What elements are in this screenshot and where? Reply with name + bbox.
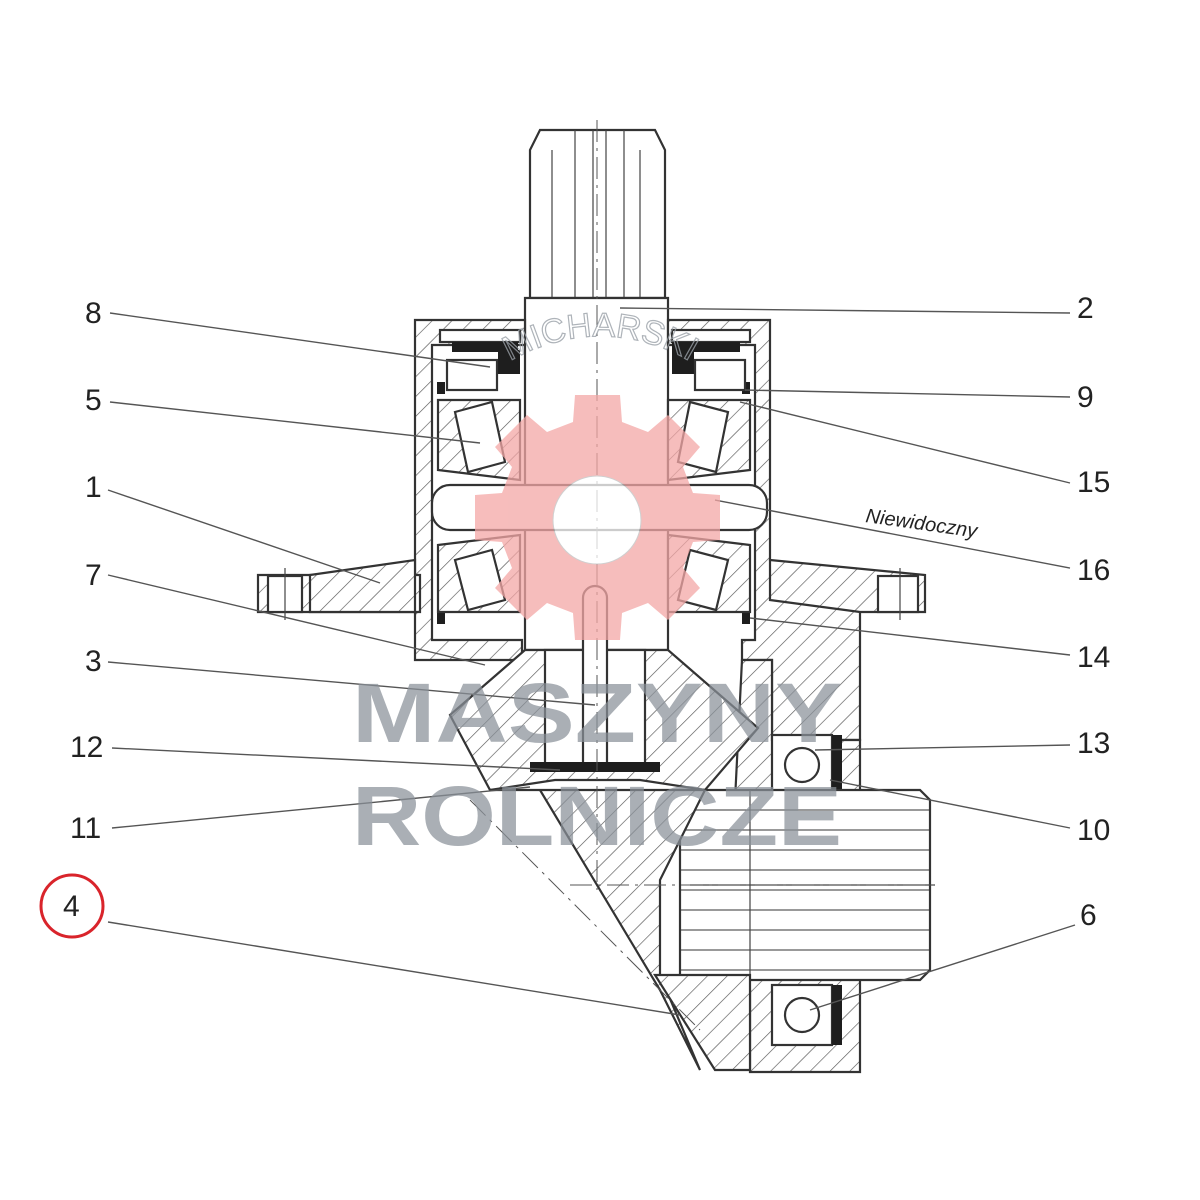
part-label-3: 3	[85, 645, 102, 678]
highlight-circle	[39, 873, 105, 939]
leader-16	[714, 499, 1071, 569]
leader-14	[749, 617, 1071, 656]
leader-10	[829, 779, 1071, 829]
leader-2	[619, 307, 1071, 314]
leader-lines	[107, 307, 1076, 1016]
part-label-15: 15	[1077, 466, 1110, 499]
part-label-12: 12	[70, 731, 103, 764]
part-label-11: 11	[70, 812, 101, 845]
leader-7	[107, 574, 486, 666]
leader-11	[111, 786, 531, 829]
leader-1	[107, 489, 381, 584]
part-label-1: 1	[85, 471, 102, 504]
leader-3	[107, 661, 596, 706]
note-label-niewidoczny: Niewidoczny	[864, 505, 979, 543]
part-label-10: 10	[1077, 814, 1110, 847]
part-label-4: 4	[63, 890, 80, 923]
left-flange	[256, 558, 422, 620]
part-label-7: 7	[85, 559, 102, 592]
leader-15	[739, 401, 1071, 484]
pinion-bevel-gear	[448, 584, 760, 792]
leader-8	[109, 312, 491, 368]
part-label-8: 8	[85, 297, 102, 330]
leader-6	[809, 924, 1076, 1011]
part-label-16: 16	[1077, 554, 1110, 587]
part-label-2: 2	[1077, 292, 1094, 325]
watermark-line2: ROLNICZE	[352, 769, 842, 863]
part-label-6: 6	[1080, 899, 1097, 932]
leader-13	[814, 744, 1071, 751]
right-flange	[768, 558, 927, 620]
part-label-14: 14	[1077, 641, 1110, 674]
output-bevel-gear	[490, 788, 752, 1072]
leader-5	[109, 401, 481, 444]
part-label-9: 9	[1077, 381, 1094, 414]
leader-12	[111, 747, 561, 771]
part-label-13: 13	[1077, 727, 1110, 760]
gear-logo	[475, 395, 720, 640]
leader-4	[107, 921, 681, 1016]
part-label-5: 5	[85, 384, 102, 417]
watermark-line1: MASZYNY	[352, 666, 842, 760]
leader-9	[744, 389, 1071, 398]
